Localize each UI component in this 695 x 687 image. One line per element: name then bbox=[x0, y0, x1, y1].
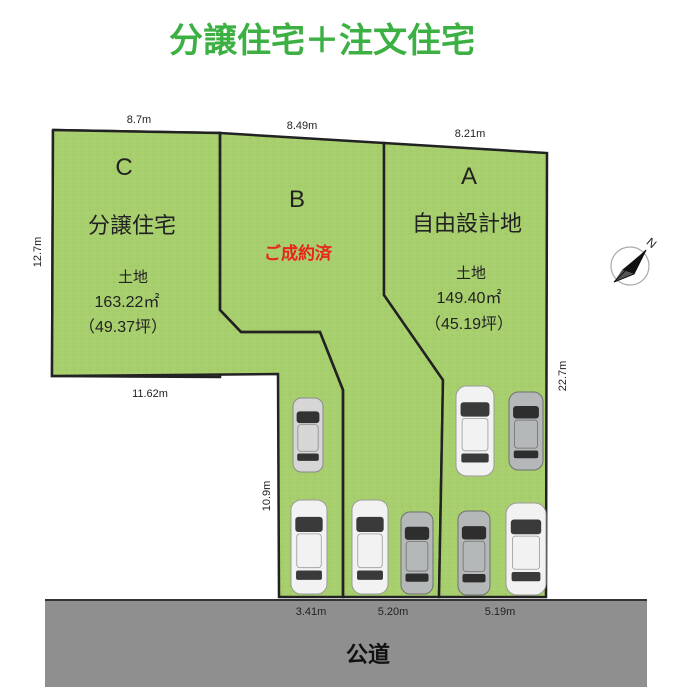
dimension-left-c: 12.7m bbox=[32, 237, 44, 268]
car-a-4 bbox=[505, 502, 547, 596]
lot-a-parcel[interactable] bbox=[382, 141, 549, 599]
road-label: 公道 bbox=[346, 642, 390, 668]
lot-c-label: 分譲住宅 bbox=[88, 214, 176, 239]
lot-c-driveway-fill bbox=[52, 130, 343, 597]
lot-c-land-label: 土地 bbox=[118, 268, 148, 286]
lot-c-area-tsubo: （49.37坪） bbox=[79, 318, 167, 336]
dimension-bottom-c: 11.62m bbox=[132, 388, 168, 400]
lot-c-area: 163.22㎡ bbox=[95, 293, 160, 311]
page-title: 分譲住宅＋注文住宅 bbox=[169, 21, 475, 61]
dimension-front-c: 3.41m bbox=[296, 606, 327, 618]
dimension-passage-c: 10.9m bbox=[261, 481, 273, 512]
compass-north-label: N bbox=[644, 235, 660, 251]
dimension-top-b: 8.49m bbox=[287, 120, 318, 132]
car-b-2 bbox=[400, 511, 434, 595]
lot-a-land-label: 土地 bbox=[456, 264, 486, 282]
lot-c-letter: C bbox=[115, 154, 132, 181]
car-c-1 bbox=[292, 397, 324, 473]
car-a-2 bbox=[508, 391, 544, 471]
lot-a-area-tsubo: （45.19坪） bbox=[425, 315, 513, 333]
north-arrow-icon bbox=[610, 246, 650, 286]
dimension-top-a: 8.21m bbox=[455, 128, 486, 140]
dimension-front-b: 5.20m bbox=[378, 606, 409, 618]
dimension-right-a: 22.7m bbox=[557, 361, 569, 392]
car-a-1 bbox=[455, 385, 495, 477]
lot-c-outline bbox=[50, 128, 345, 599]
car-a-3 bbox=[457, 510, 491, 596]
parking-cars bbox=[290, 385, 547, 596]
lot-b-sold-status: ご成約済 bbox=[264, 243, 333, 264]
public-road bbox=[45, 600, 647, 687]
dimension-top-c: 8.7m bbox=[127, 114, 151, 126]
lot-a-area: 149.40㎡ bbox=[437, 289, 502, 307]
lot-a-letter: A bbox=[461, 163, 477, 190]
dimension-front-a: 5.19m bbox=[485, 606, 516, 618]
car-c-2 bbox=[290, 499, 328, 595]
lot-a-label: 自由設計地 bbox=[412, 212, 522, 237]
car-b-1 bbox=[351, 499, 389, 595]
lot-b-letter: B bbox=[289, 186, 305, 213]
